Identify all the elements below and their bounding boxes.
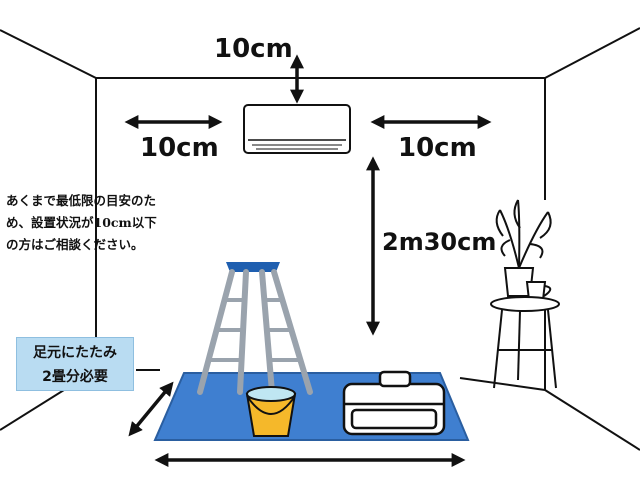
floor-space-badge: 足元にたたみ 2畳分必要: [16, 337, 134, 391]
note-line: の方はご相談ください。: [6, 237, 144, 252]
mat-diagonal-arrow: [128, 381, 174, 437]
cup-icon: [525, 281, 552, 301]
stepladder-icon: [197, 262, 313, 395]
right-clearance-label: 10cm: [398, 133, 477, 163]
dimension-arrows: [124, 54, 492, 467]
bucket-icon: [245, 386, 297, 437]
air-conditioner-icon: [243, 104, 351, 154]
side-table-icon: [490, 296, 560, 389]
mount-height-label: 2m30cm: [382, 228, 497, 256]
note-text: あくまで最低限の目安のた め、設置状況が10cm以下 の方はご相談ください。: [6, 190, 216, 256]
badge-line: 足元にたたみ: [33, 345, 117, 361]
note-line: あくまで最低限の目安のた: [6, 193, 157, 208]
toolbox-icon: [342, 370, 446, 436]
badge-line: 2畳分必要: [42, 369, 108, 385]
note-line: め、設置状況が10cm以下: [6, 215, 157, 230]
plant-icon: [495, 199, 552, 297]
top-clearance-label: 10cm: [214, 34, 293, 64]
left-clearance-label: 10cm: [140, 133, 219, 163]
